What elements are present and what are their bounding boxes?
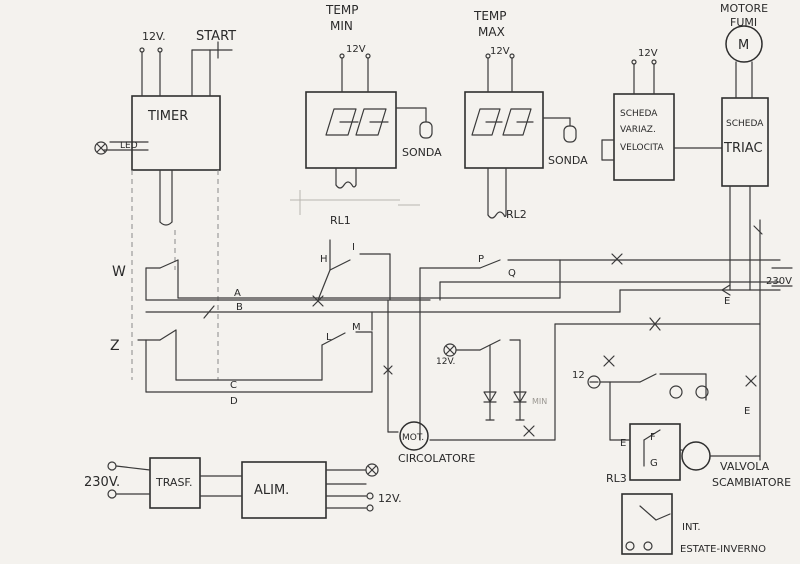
label-timer: TIMER <box>147 109 188 124</box>
diagram-labels: 12V. START TIMER LED TEMP MIN 12V SONDA … <box>84 2 792 555</box>
label-scheda-var-2: VARIAZ. <box>620 125 656 135</box>
power-supply <box>107 457 379 519</box>
label-temp-max-1: TEMP <box>473 9 507 23</box>
label-z: Z <box>110 338 120 354</box>
label-temp-max-2: MAX <box>478 25 505 39</box>
rl3-relay <box>587 355 761 481</box>
circulator-motor <box>399 421 429 451</box>
speed-control-board <box>601 59 723 181</box>
summer-winter-switch <box>621 493 673 555</box>
label-valvola-2: SCAMBIATORE <box>712 476 791 489</box>
label-w: W <box>112 264 126 280</box>
label-sonda-1: SONDA <box>402 146 442 159</box>
label-trasf: TRASF. <box>155 476 192 489</box>
indicator-leds <box>443 339 527 421</box>
label-int-1: INT. <box>682 522 701 533</box>
temp-max-module <box>464 53 577 219</box>
label-12v-alim: 12V. <box>378 492 402 505</box>
label-e-3: E <box>620 438 626 449</box>
label-rl1: RL1 <box>330 214 351 227</box>
label-valvola-1: VALVOLA <box>720 460 770 473</box>
label-start: START <box>196 29 236 44</box>
label-12v-scheda: 12V <box>638 48 658 59</box>
label-alim: ALIM. <box>254 483 289 498</box>
label-triac-1: SCHEDA <box>726 119 764 129</box>
label-12v-tmin: 12V <box>346 44 366 55</box>
label-q: Q <box>508 268 516 279</box>
label-i: I <box>352 242 355 253</box>
label-motor-m: M <box>738 38 749 53</box>
label-temp-min-2: MIN <box>330 19 353 33</box>
label-min-small: MIN <box>532 397 547 406</box>
label-c: C <box>230 380 237 391</box>
main-wiring <box>137 219 793 461</box>
label-sonda-2: SONDA <box>548 154 588 167</box>
label-12-rl3: 12 <box>572 370 585 381</box>
timer-module <box>94 41 233 380</box>
label-motore-1: MOTORE <box>720 2 768 15</box>
label-f: F <box>650 432 656 443</box>
label-scheda-var-1: SCHEDA <box>620 109 658 119</box>
label-d: D <box>230 396 238 407</box>
label-12v-led: 12V. <box>436 357 455 367</box>
label-h: H <box>320 254 328 265</box>
label-scheda-var-3: VELOCITA <box>620 143 664 153</box>
label-led: LED <box>120 141 138 151</box>
label-12v-tmax: 12V <box>490 46 510 57</box>
label-a: A <box>234 288 241 299</box>
label-12v-timer: 12V. <box>142 30 166 43</box>
label-p: P <box>478 254 484 265</box>
label-m: M <box>352 322 361 333</box>
temp-min-module <box>290 53 433 215</box>
label-l: L <box>326 332 332 343</box>
label-e-1: E <box>724 296 730 307</box>
label-230v-right: 230V <box>766 276 792 287</box>
label-g: G <box>650 458 658 469</box>
label-e-2: E <box>744 406 750 417</box>
label-triac-2: TRIAC <box>723 141 763 156</box>
triac-board <box>721 25 769 291</box>
label-circolatore: CIRCOLATORE <box>398 452 475 465</box>
label-int-2: ESTATE-INVERNO <box>680 544 766 555</box>
label-rl2: RL2 <box>506 208 527 221</box>
label-temp-min-1: TEMP <box>325 3 359 17</box>
label-mot: MOT. <box>402 433 424 443</box>
label-b: B <box>236 302 243 313</box>
label-rl3: RL3 <box>606 472 627 485</box>
label-motore-2: FUMI <box>730 16 757 29</box>
label-230v-left: 230V. <box>84 475 120 490</box>
